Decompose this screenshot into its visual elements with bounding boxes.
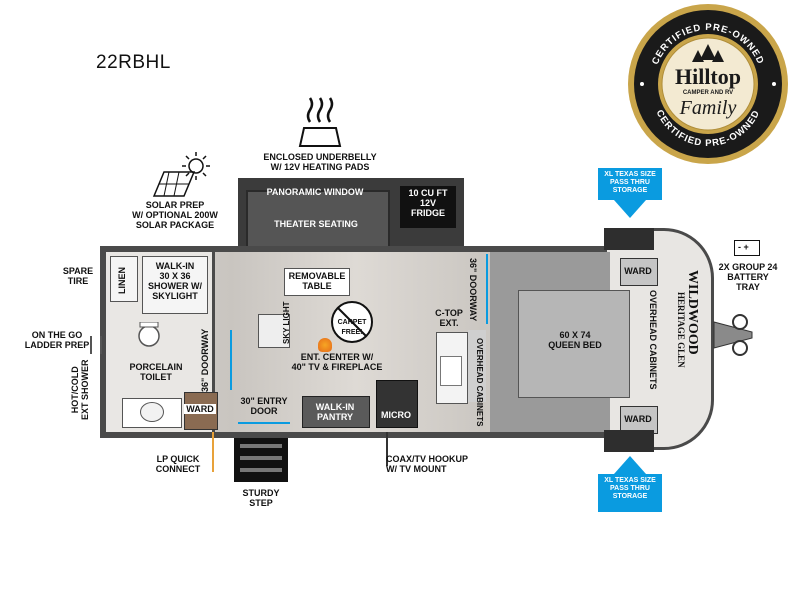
shower (142, 256, 208, 314)
micro-label: MICRO (381, 410, 411, 420)
ladder-icon (90, 336, 102, 354)
model-name: 22RBHL (96, 52, 171, 73)
porcelain-toilet-label: PORCELAIN TOILET (129, 362, 183, 382)
sky-light-label: SKY LIGHT (282, 301, 291, 344)
storage-callout-bottom: XL TEXAS SIZE PASS THRU STORAGE (598, 474, 662, 512)
ladder-prep-label: ON THE GO LADDER PREP (24, 330, 90, 350)
badge-script: Family (679, 97, 737, 119)
overhead-cabinets-mid (468, 330, 486, 402)
arrow-down-icon (614, 200, 646, 218)
entry-door-label: 30" ENTRY DOOR (240, 396, 288, 416)
ward-bottom-label: WARD (624, 414, 652, 424)
underbelly-label: ENCLOSED UNDERBELLY W/ 12V HEATING PADS (263, 152, 377, 172)
star-icons (640, 82, 776, 86)
shower-label: WALK-IN 30 X 36 SHOWER W/ SKYLIGHT (148, 261, 202, 301)
overhead-cabinets-front-label: OVERHEAD CABINETS (648, 290, 658, 390)
badge-sub: CAMPER AND RV (683, 90, 733, 96)
lp-connect-label: LP QUICK CONNECT (155, 454, 201, 474)
fireplace-icon (318, 338, 332, 352)
removable-table: REMOVABLE TABLE (284, 268, 350, 296)
doorway-front-line (486, 254, 488, 324)
sink-icon (140, 402, 164, 422)
toilet-icon (136, 321, 162, 348)
doorway-36-bath-label: 36" DOORWAY (200, 328, 210, 392)
hitch-icon (712, 308, 756, 362)
solar-panel-icon (150, 148, 216, 198)
entry-door-line (238, 422, 290, 424)
kitchen-sink (440, 356, 462, 386)
lp-connect-line (212, 432, 214, 472)
wardrobe-top (620, 258, 658, 286)
battery-label: 2X GROUP 24 BATTERY TRAY (718, 262, 778, 292)
queen-bed-label: 60 X 74 QUEEN BED (548, 330, 602, 350)
pantry (302, 396, 370, 428)
sturdy-step (234, 438, 288, 482)
pantry-label: WALK-IN PANTRY (315, 402, 355, 422)
badge-brand: Hilltop (675, 64, 741, 89)
sturdy-step-label: STURDY STEP (242, 488, 280, 508)
cap-brand-label: WILDWOOD (685, 270, 700, 355)
ward-top-label: WARD (624, 266, 652, 276)
storage-bay-top (604, 228, 654, 250)
linen-closet (110, 256, 138, 302)
storage-bay-bottom (604, 430, 654, 452)
fridge: 10 CU FT 12V FRIDGE (400, 186, 456, 228)
heating-icon (296, 92, 344, 148)
theater-seating-label: THEATER SEATING (274, 219, 358, 229)
linen-label: LINEN (117, 267, 127, 294)
solar-label: SOLAR PREP W/ OPTIONAL 200W SOLAR PACKAG… (132, 200, 218, 230)
overhead-cabinets-mid-label: OVERHEAD CABINETS (475, 338, 484, 427)
wardrobe-bottom (620, 406, 658, 434)
theater-seating (246, 190, 390, 248)
panoramic-window-label: PANORAMIC WINDOW (266, 187, 364, 197)
bath-ward-label: WARD (184, 404, 216, 414)
coax-label: COAX/TV HOOKUP W/ TV MOUNT (386, 454, 469, 474)
doorway-line (230, 330, 232, 390)
certified-badge: CERTIFIED PRE-OWNED CERTIFIED PRE-OWNED … (624, 0, 792, 168)
tree-icon (692, 44, 724, 62)
microwave (376, 380, 418, 428)
coax-line (386, 432, 388, 466)
cap-sub-label: HERITAGE GLEN (676, 292, 686, 368)
carpet-free-label: CARPET FREE! (337, 319, 367, 336)
hot-cold-shower-label: HOT/COLD EXT SHOWER (70, 359, 90, 420)
battery-icon: - + (734, 240, 760, 256)
spare-tire-label: SPARE TIRE (62, 266, 94, 286)
ent-center-label: ENT. CENTER W/ 40" TV & FIREPLACE (291, 352, 383, 372)
queen-bed (518, 290, 630, 398)
storage-callout-top: XL TEXAS SIZE PASS THRU STORAGE (598, 168, 662, 200)
sky-light-box (258, 314, 290, 348)
c-top-ext-label: C-TOP EXT. (435, 308, 463, 328)
carpet-free-icon (330, 300, 374, 344)
arrow-up-icon (614, 456, 646, 474)
